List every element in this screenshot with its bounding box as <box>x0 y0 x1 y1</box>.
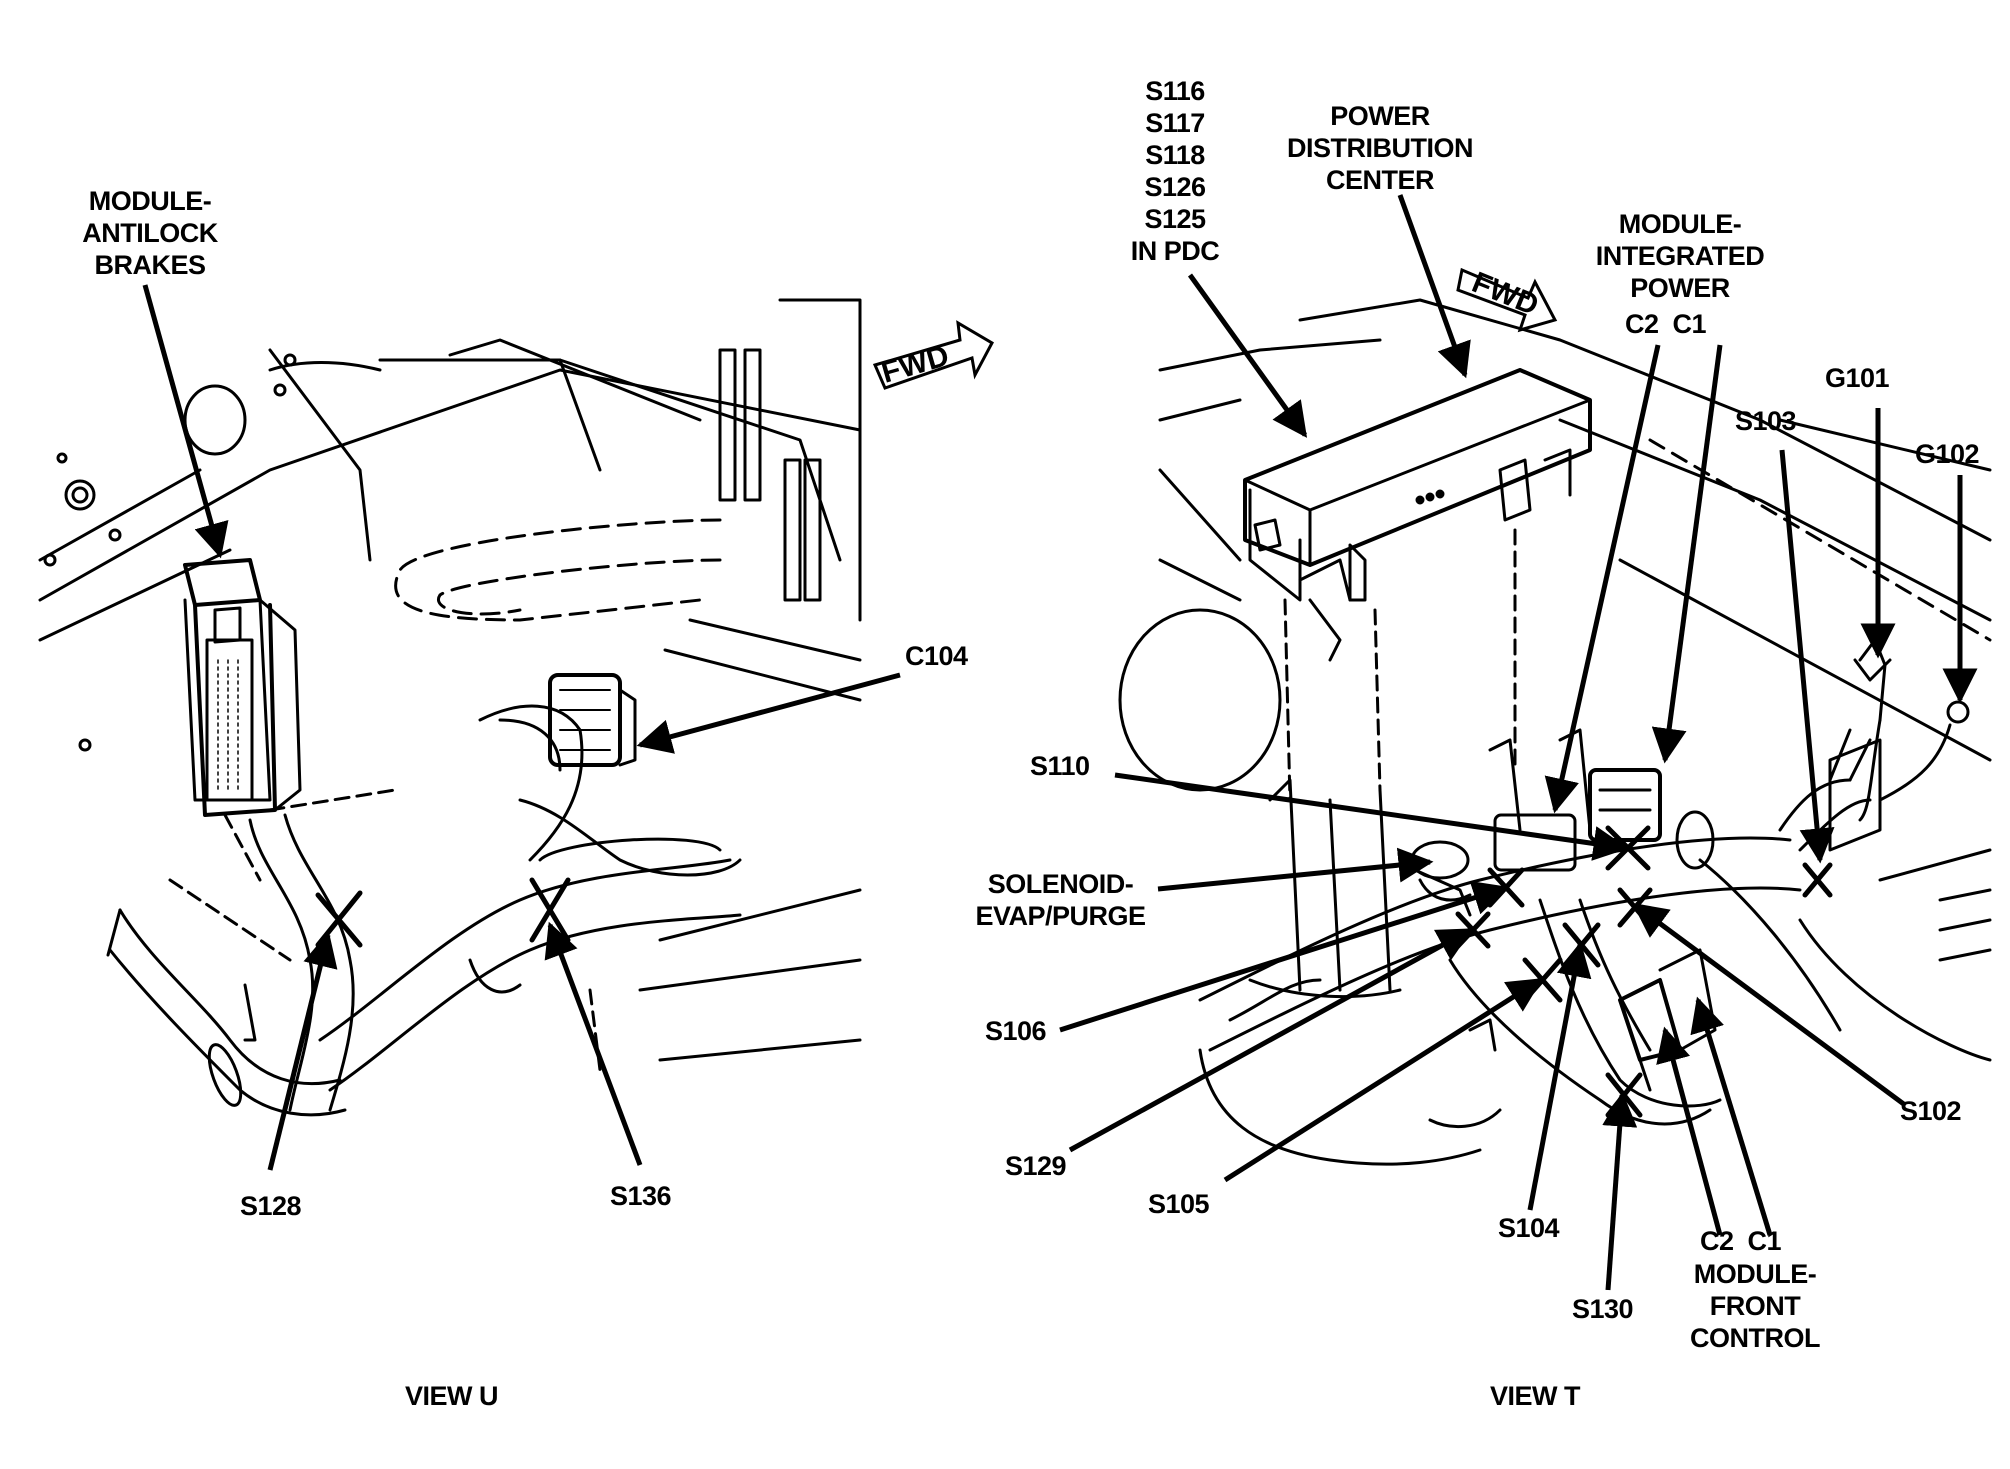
fwd-arrow-right: FWD <box>1456 266 1558 333</box>
fcm-label-line2: FRONT <box>1709 1291 1801 1321</box>
g102-label: G102 <box>1915 439 1980 469</box>
splice-s126: S126 <box>1144 172 1206 202</box>
s136-label: S136 <box>610 1181 672 1211</box>
c104-label: C104 <box>905 641 968 671</box>
abs-module-label: MODULE- ANTILOCK BRAKES <box>60 185 240 281</box>
solenoid-label-line2: EVAP/PURGE <box>975 901 1146 931</box>
view-u-caption: VIEW U <box>405 1381 499 1411</box>
fcm-label: MODULE- FRONT CONTROL <box>1670 1258 1840 1354</box>
ipm-label-line3: POWER <box>1630 273 1730 303</box>
pdc-label-line1: POWER <box>1330 101 1430 131</box>
abs-module-label-line3: BRAKES <box>94 250 206 280</box>
pdc-label-line3: CENTER <box>1325 165 1435 195</box>
pdc-label: POWER DISTRIBUTION CENTER <box>1270 100 1490 196</box>
fcm-label-line1: MODULE- <box>1693 1259 1817 1289</box>
ipm-label-line2: INTEGRATED <box>1595 241 1765 271</box>
view-t-leaders <box>1059 194 1978 1291</box>
view-t-caption: VIEW T <box>1490 1381 1581 1411</box>
ipm-label: MODULE- INTEGRATED POWER <box>1580 208 1780 304</box>
fcm-connectors-label: C2 C1 <box>1700 1226 1782 1256</box>
s106-label: S106 <box>985 1016 1047 1046</box>
splice-s116: S116 <box>1145 76 1205 106</box>
splice-s125: S125 <box>1144 204 1206 234</box>
solenoid-label: SOLENOID- EVAP/PURGE <box>968 868 1153 932</box>
s105-label: S105 <box>1148 1189 1210 1219</box>
s130-label: S130 <box>1572 1294 1634 1324</box>
s110-label: S110 <box>1030 751 1090 781</box>
g101-label: G101 <box>1825 363 1890 393</box>
s103-label: S103 <box>1735 406 1797 436</box>
s102-label: S102 <box>1900 1096 1962 1126</box>
svg-text:FWD: FWD <box>878 339 953 390</box>
solenoid-label-line1: SOLENOID- <box>987 869 1134 899</box>
fcm-label-line3: CONTROL <box>1690 1323 1820 1353</box>
fwd-arrow-left: FWD <box>872 320 994 390</box>
abs-module-label-line2: ANTILOCK <box>82 218 218 248</box>
abs-module-label-line1: MODULE- <box>88 186 212 216</box>
ipm-label-line1: MODULE- <box>1618 209 1742 239</box>
svg-text:FWD: FWD <box>1467 266 1543 322</box>
view-t-drawing <box>1118 298 1992 1166</box>
s104-label: S104 <box>1498 1213 1560 1243</box>
view-u-leaders <box>142 284 901 1171</box>
view-u-drawing <box>38 298 862 1117</box>
ipm-connectors-label: C2 C1 <box>1625 309 1707 339</box>
s129-label: S129 <box>1005 1151 1067 1181</box>
splice-in-pdc: IN PDC <box>1130 236 1220 266</box>
pdc-label-line2: DISTRIBUTION <box>1287 133 1474 163</box>
splice-s118: S118 <box>1145 140 1205 170</box>
s128-label: S128 <box>240 1191 302 1221</box>
splice-s117: S117 <box>1145 108 1205 138</box>
pdc-splices-label: S116 S117 S118 S126 S125 IN PDC <box>1120 75 1230 267</box>
